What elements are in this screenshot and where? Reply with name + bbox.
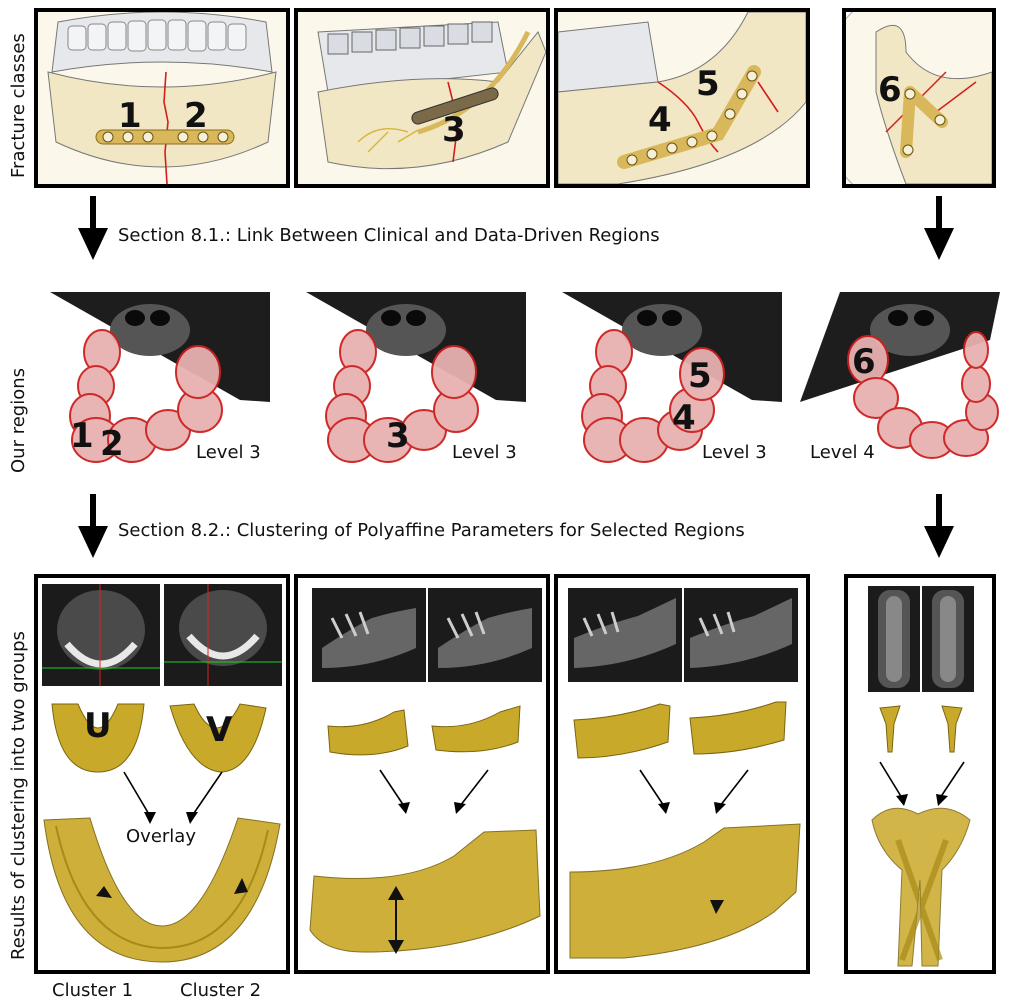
ct-slice-4a xyxy=(868,586,920,692)
mesh-segment-4b xyxy=(940,704,964,756)
fracture-label-6: 6 xyxy=(878,70,902,110)
result-panel-2 xyxy=(294,574,550,974)
region-label-6: 6 xyxy=(852,342,876,382)
section-8-2-title: Section 8.2.: Clustering of Polyaffine P… xyxy=(118,520,745,541)
ct-slice-1a xyxy=(42,584,160,686)
cluster-2-label: Cluster 2 xyxy=(180,980,261,1001)
row-label-fracture-classes: Fracture classes xyxy=(8,33,29,178)
mesh-segment-2b xyxy=(428,702,524,758)
region-level-2: Level 3 xyxy=(452,442,517,463)
result-panel-1: U V Overlay xyxy=(34,574,290,974)
fracture-panel-4: 6 xyxy=(842,8,996,188)
ct-slice-4b xyxy=(922,586,974,692)
mesh-overlay xyxy=(42,816,282,966)
fracture-label-2: 2 xyxy=(184,96,208,136)
row-label-our-regions: Our regions xyxy=(8,368,29,473)
mesh-segment-4a xyxy=(878,704,902,756)
fracture-panel-3: 4 5 xyxy=(554,8,810,188)
region-level-4: Level 4 xyxy=(810,442,875,463)
arrow-down-left-1 xyxy=(78,196,108,260)
fracture-panel-2: 3 xyxy=(294,8,550,188)
shape-label-u: U xyxy=(84,706,112,746)
arrow-down-left-2 xyxy=(78,494,108,558)
arrow-down-right-2 xyxy=(924,494,954,558)
fracture-label-3: 3 xyxy=(442,110,466,150)
region-panel-2: 3 Level 3 xyxy=(296,290,536,470)
section-8-1-title: Section 8.1.: Link Between Clinical and … xyxy=(118,225,660,246)
region-panel-1: 1 2 Level 3 xyxy=(40,290,280,470)
mesh-segment-3b xyxy=(686,696,790,756)
fracture-illustration-2 xyxy=(298,12,546,184)
result-panel-3 xyxy=(554,574,810,974)
fracture-illustration-1 xyxy=(38,12,286,184)
mesh-segment-3a xyxy=(570,700,674,760)
ct-slice-1b xyxy=(164,584,282,686)
region-label-3: 3 xyxy=(386,416,410,456)
shape-label-v: V xyxy=(206,710,232,750)
region-label-5: 5 xyxy=(688,356,712,396)
fracture-panel-1: 1 2 xyxy=(34,8,290,188)
mesh-overlay-4 xyxy=(862,800,982,968)
mesh-overlay-2 xyxy=(304,826,544,956)
ct-slice-2b xyxy=(428,588,542,682)
row-label-results: Results of clustering into two groups xyxy=(8,631,29,960)
region-panel-3: 5 4 Level 3 xyxy=(552,290,792,470)
ct-slice-2a xyxy=(312,588,426,682)
region-label-4: 4 xyxy=(672,398,696,438)
region-label-1: 1 xyxy=(70,416,94,456)
region-level-3: Level 3 xyxy=(702,442,767,463)
arrows-to-overlay-2 xyxy=(374,770,494,820)
fracture-label-5: 5 xyxy=(696,64,720,104)
ct-slice-3a xyxy=(568,588,682,682)
fracture-label-1: 1 xyxy=(118,96,142,136)
region-label-2: 2 xyxy=(100,424,124,464)
mesh-overlay-3 xyxy=(564,822,804,962)
mesh-segment-2a xyxy=(324,706,410,762)
arrow-down-right-1 xyxy=(924,196,954,260)
cluster-1-label: Cluster 1 xyxy=(52,980,133,1001)
region-panel-4: 6 Level 4 xyxy=(800,290,1010,470)
region-level-1: Level 3 xyxy=(196,442,261,463)
fracture-illustration-3 xyxy=(558,12,806,184)
fracture-label-4: 4 xyxy=(648,100,672,140)
arrows-to-overlay-3 xyxy=(634,770,754,820)
fracture-illustration-4 xyxy=(846,12,992,184)
ct-slice-3b xyxy=(684,588,798,682)
result-panel-4 xyxy=(844,574,996,974)
